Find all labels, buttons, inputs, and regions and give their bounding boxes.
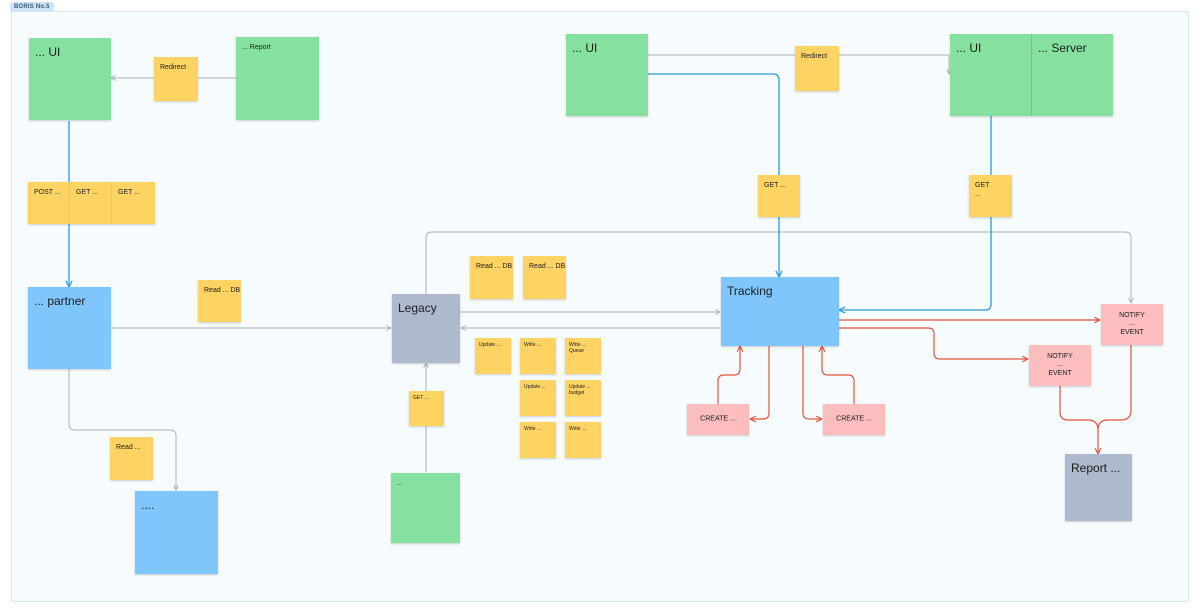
redirect-left-label: Redirect [160,64,187,71]
get-note-2[interactable]: GET ... [112,182,155,224]
write-label-3: Write ... [569,426,587,432]
ui-server-node[interactable]: ... UI ... Server [950,34,1113,116]
write-label-1: Write ... [524,342,542,348]
edge-partner-to-dots [68,369,176,490]
write-label-2: Write ... [524,426,542,432]
edge-tracking-to-create2 [802,346,822,419]
report-top-label: ... Report [242,44,271,51]
write-note-2[interactable]: Write ... [520,422,556,458]
edge-ui-mid-to-tracking [648,73,779,277]
ui-mid-label: ... UI [572,41,598,55]
get-legacy-note[interactable]: GET ... [409,391,444,426]
dots-node[interactable]: .... [135,491,218,574]
edge-notify2-to-report [1059,386,1099,431]
update-label-1: Update ... [479,342,501,348]
get-label-2: GET ... [118,189,141,196]
post-note[interactable]: POST ... [28,182,70,224]
ui-right-label: ... UI [956,41,982,55]
notify-node-1[interactable]: NOTIFY ... EVENT [1101,304,1163,345]
ui-left-node[interactable]: ... UI [29,38,111,120]
update-budget-note[interactable]: Update ... budget [565,380,601,416]
tracking-label: Tracking [727,284,773,298]
read-bottom-note[interactable]: Read ... [110,437,153,480]
create-node-1[interactable]: CREATE ... [687,404,749,435]
get-right-label: GET ... [975,182,990,198]
edge-server-to-tracking [839,116,992,310]
read-db-note-2[interactable]: Read ... DB [523,256,566,299]
read-db-label-2: Read ... DB [529,263,566,270]
legacy-label: Legacy [398,301,437,315]
board-tag: BORIS No.5 [10,2,54,12]
get-label-1: GET ... [76,189,99,196]
redirect-right-note[interactable]: Redirect [795,46,839,91]
create-label-1: CREATE ... [700,415,736,423]
green-bottom-label: ... [397,481,403,487]
edge-notify1-to-report [1098,345,1132,454]
update-note-1[interactable]: Update ... [475,338,511,374]
get-legacy-label: GET ... [413,395,429,401]
notify-node-2[interactable]: NOTIFY ... EVENT [1029,345,1091,386]
read-db-note-1[interactable]: Read ... DB [470,256,513,299]
edge-create2-to-tracking [822,346,855,404]
get-mid-label: GET ... [764,182,787,189]
get-mid-note[interactable]: GET ... [758,175,800,217]
notify-label-1: NOTIFY ... EVENT [1119,311,1145,336]
create-node-2[interactable]: CREATE ... [823,404,885,435]
write-note-1[interactable]: Write ... [520,338,556,374]
notify-label-2: NOTIFY ... EVENT [1047,352,1073,377]
write-queue-label: Write ... Queue [569,342,587,355]
write-note-3[interactable]: Write ... [565,422,601,458]
green-bottom-node[interactable]: ... [391,473,460,543]
update-note-2[interactable]: Update ... [520,380,556,416]
get-note-1[interactable]: GET ... [70,182,112,224]
partner-label: ... partner [34,294,86,308]
report-top-node[interactable]: ... Report [236,37,319,120]
report-bottom-node[interactable]: Report ... [1065,454,1132,521]
redirect-left-note[interactable]: Redirect [154,57,198,101]
edge-tracking-to-notify-2 [839,327,1028,359]
tracking-node[interactable]: Tracking [721,277,839,346]
read-db-left-note[interactable]: Read ... DB [198,280,241,322]
legacy-node[interactable]: Legacy [392,294,460,363]
read-db-label-1: Read ... DB [476,263,513,270]
read-db-left-label: Read ... DB [204,287,241,294]
ui-server-divider [1031,34,1032,116]
create-label-2: CREATE ... [836,415,872,423]
report-bottom-label: Report ... [1071,461,1121,475]
read-bottom-label: Read ... [116,444,141,451]
update-label-2: Update ... [524,384,546,390]
ui-mid-node[interactable]: ... UI [566,34,648,116]
get-right-note[interactable]: GET ... [969,175,1012,217]
dots-label: .... [141,498,155,512]
post-label: POST ... [34,189,61,196]
edge-tracking-to-create1 [750,346,770,419]
ui-left-label: ... UI [35,45,61,59]
edge-create1-to-tracking [717,346,740,404]
update-budget-label: Update ... budget [569,384,591,397]
partner-node[interactable]: ... partner [28,287,111,369]
edge-ui-to-redirect [648,54,949,74]
server-label: ... Server [1038,41,1087,55]
redirect-right-label: Redirect [801,53,828,60]
write-queue-note[interactable]: Write ... Queue [565,338,601,374]
